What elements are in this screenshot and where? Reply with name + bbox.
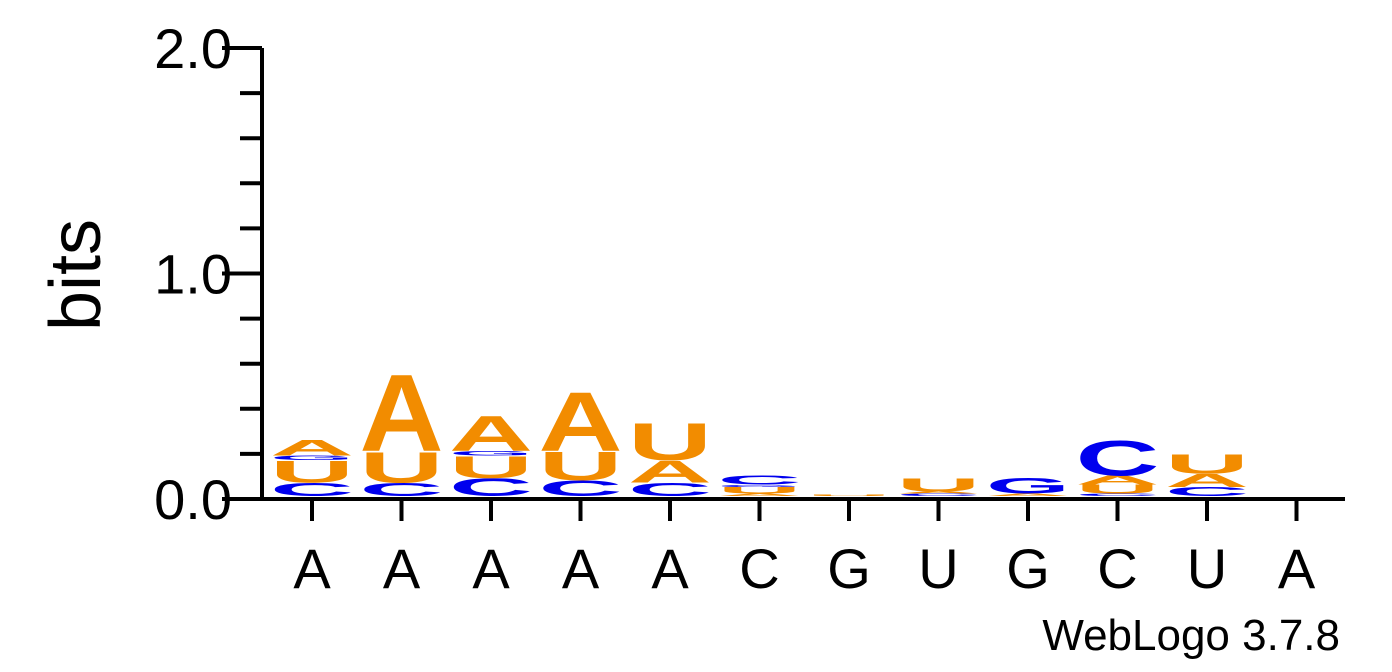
x-tick-label: G	[1006, 537, 1050, 600]
logo-letter-C: C	[1165, 485, 1249, 499]
y-tick-label: 0.0	[154, 468, 232, 531]
logo-letter-C: C	[449, 473, 533, 501]
logo-letter-U: U	[270, 455, 354, 490]
logo-letter-G: G	[449, 450, 533, 457]
logo-letter-U: U	[1076, 482, 1160, 496]
x-tick-label: A	[651, 537, 689, 600]
logo-letter-A: A	[986, 493, 1070, 496]
logo-letter-A: A	[449, 406, 533, 462]
logo-letter-A: A	[1076, 473, 1160, 487]
x-tick-label: C	[1097, 537, 1137, 600]
logo-letter-C: C	[360, 479, 444, 500]
logo-letter-U: U	[897, 475, 981, 496]
x-tick-label: U	[1187, 537, 1227, 600]
logo-letter-C: C	[718, 473, 802, 487]
logo-letter-C: C	[270, 479, 354, 500]
logo-letter-A: A	[270, 436, 354, 461]
logo-letter-U: U	[628, 412, 712, 471]
logo-letter-U: U	[807, 495, 891, 497]
logo-letter-U: U	[449, 450, 533, 485]
y-tick-label: 1.0	[154, 243, 232, 306]
x-tick-label: A	[562, 537, 600, 600]
x-tick-label: A	[383, 537, 421, 600]
weblogo-footer: WebLogo 3.7.8	[1042, 611, 1340, 660]
x-tick-label: A	[293, 537, 331, 600]
logo-letter-A: A	[897, 491, 981, 494]
x-tick-label: U	[918, 537, 958, 600]
logo-letter-A: A	[360, 352, 444, 474]
y-tick-label: 2.0	[154, 17, 232, 80]
logo-letter-A: A	[1165, 470, 1249, 491]
x-tick-label: A	[472, 537, 510, 600]
logo-letter-A: A	[628, 455, 712, 490]
logo-letter-U: U	[539, 444, 623, 489]
logo-letter-U: U	[718, 485, 802, 495]
x-tick-label: A	[1278, 537, 1316, 600]
logo-letter-A: A	[718, 493, 802, 496]
logo-letter-G: G	[270, 454, 354, 461]
x-tick-label: C	[739, 537, 779, 600]
x-tick-label: G	[827, 537, 871, 600]
logo-letter-A: A	[539, 374, 623, 469]
logo-letter-U: U	[1165, 448, 1249, 480]
logo-letter-C: C	[1076, 430, 1160, 486]
logo-letter-C: C	[628, 479, 712, 500]
logo-letter-C: C	[1076, 493, 1160, 496]
logo-letter-G: G	[718, 484, 802, 487]
logo-letter-C: C	[539, 476, 623, 501]
logo-letter-U: U	[360, 443, 444, 492]
y-axis-label: bits	[36, 219, 116, 331]
logo-letter-G: G	[986, 474, 1070, 499]
logo-letter-C: C	[897, 493, 981, 496]
